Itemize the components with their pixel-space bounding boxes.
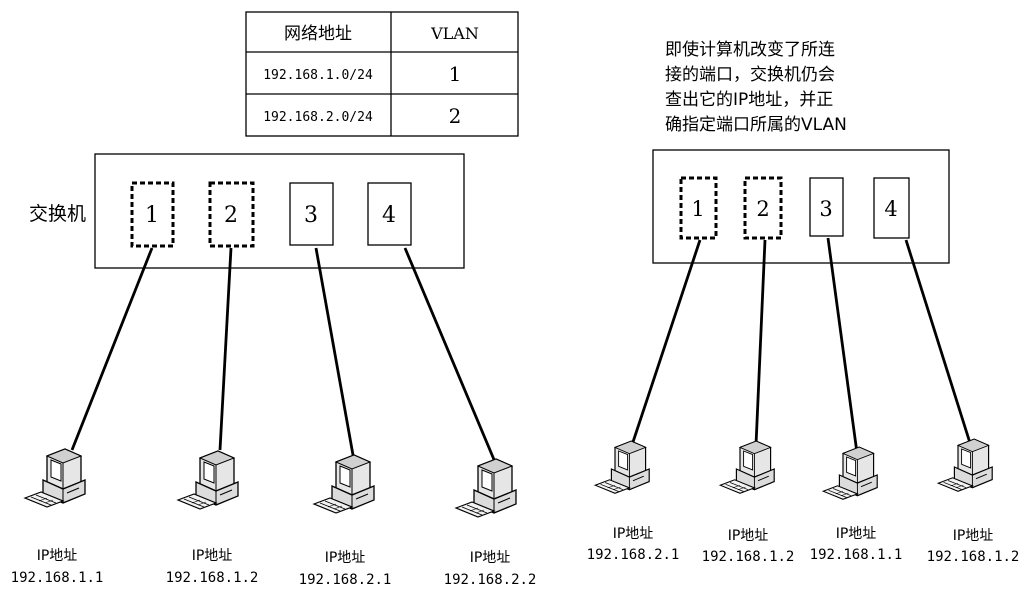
right-pc-1-label: IP地址 <box>613 526 654 542</box>
left-port-4-number: 4 <box>382 203 396 228</box>
left-port-3 <box>289 182 334 246</box>
table-row-2-vlan: 2 <box>449 104 462 128</box>
left-computer-2 <box>177 450 239 510</box>
table-row-1-vlan: 1 <box>449 62 462 86</box>
note-line-3: 查出它的IP地址，并正 <box>665 90 833 110</box>
left-port-2 <box>208 181 255 248</box>
right-port-3 <box>809 177 844 237</box>
switch-label: 交换机 <box>29 203 86 225</box>
vlan-table: 网络地址 VLAN 192.168.1.0/24 1 192.168.2.0/2… <box>245 11 519 137</box>
right-cable-4 <box>904 239 972 444</box>
left-pc-4-label: IP地址 <box>470 550 511 566</box>
left-switch: 交换机 1 2 3 4 IP地址 192.168.1.1 IP地址 192.16… <box>11 153 537 588</box>
left-computer-4 <box>455 458 517 518</box>
right-port-2 <box>743 176 783 240</box>
left-port-4 <box>367 182 412 246</box>
left-pc-2-ip: 192.168.1.2 <box>166 570 259 586</box>
right-cable-1 <box>630 239 702 446</box>
right-computer-1 <box>594 440 650 494</box>
right-port-4-number: 4 <box>884 197 897 221</box>
left-pc-4-ip: 192.168.2.2 <box>444 572 537 588</box>
left-cable-1 <box>70 247 154 451</box>
table-header-vlan: VLAN <box>430 24 479 43</box>
left-port-2-number: 2 <box>224 203 238 228</box>
right-computer-4 <box>937 438 993 492</box>
right-port-1 <box>679 176 718 240</box>
right-pc-4-label: IP地址 <box>953 528 994 544</box>
left-cable-2 <box>218 247 233 451</box>
left-pc-1-label: IP地址 <box>37 548 78 564</box>
left-computer-1 <box>24 448 86 508</box>
right-port-3-number: 3 <box>819 197 832 221</box>
right-pc-2-label: IP地址 <box>728 528 769 544</box>
table-row-1-address: 192.168.1.0/24 <box>263 68 373 83</box>
right-note: 即使计算机改变了所连 接的端口，交换机仍会 查出它的IP地址，并正 确指定端口所… <box>665 39 847 135</box>
right-port-4 <box>873 177 910 239</box>
note-line-1: 即使计算机改变了所连 <box>665 39 835 60</box>
right-pc-4-ip: 192.168.1.2 <box>927 549 1020 565</box>
right-computer-3 <box>822 446 878 500</box>
table-row-2-address: 192.168.2.0/24 <box>263 110 373 125</box>
note-line-4: 确指定端口所属的VLAN <box>665 115 847 135</box>
right-cable-3 <box>826 237 859 454</box>
left-port-3-number: 3 <box>304 203 318 228</box>
left-pc-1-ip: 192.168.1.1 <box>11 570 104 586</box>
right-port-1-number: 1 <box>691 197 704 221</box>
left-cable-3 <box>314 247 355 456</box>
table-header-address: 网络地址 <box>284 24 352 44</box>
left-pc-3-label: IP地址 <box>325 550 366 566</box>
right-pc-3-label: IP地址 <box>836 526 877 542</box>
right-pc-1-ip: 192.168.2.1 <box>587 547 680 563</box>
left-pc-2-label: IP地址 <box>192 548 233 564</box>
right-port-2-number: 2 <box>756 197 769 221</box>
left-port-1 <box>130 181 175 248</box>
note-line-2: 接的端口，交换机仍会 <box>665 65 835 85</box>
left-pc-3-ip: 192.168.2.1 <box>299 572 392 588</box>
right-pc-2-ip: 192.168.1.2 <box>702 549 795 565</box>
right-switch: 即使计算机改变了所连 接的端口，交换机仍会 查出它的IP地址，并正 确指定端口所… <box>587 39 1020 565</box>
left-port-1-number: 1 <box>145 203 159 228</box>
right-cable-2 <box>754 239 767 446</box>
left-cable-4 <box>403 247 497 463</box>
right-computer-2 <box>719 440 775 494</box>
left-computer-3 <box>313 454 375 514</box>
right-pc-3-ip: 192.168.1.1 <box>810 547 903 563</box>
